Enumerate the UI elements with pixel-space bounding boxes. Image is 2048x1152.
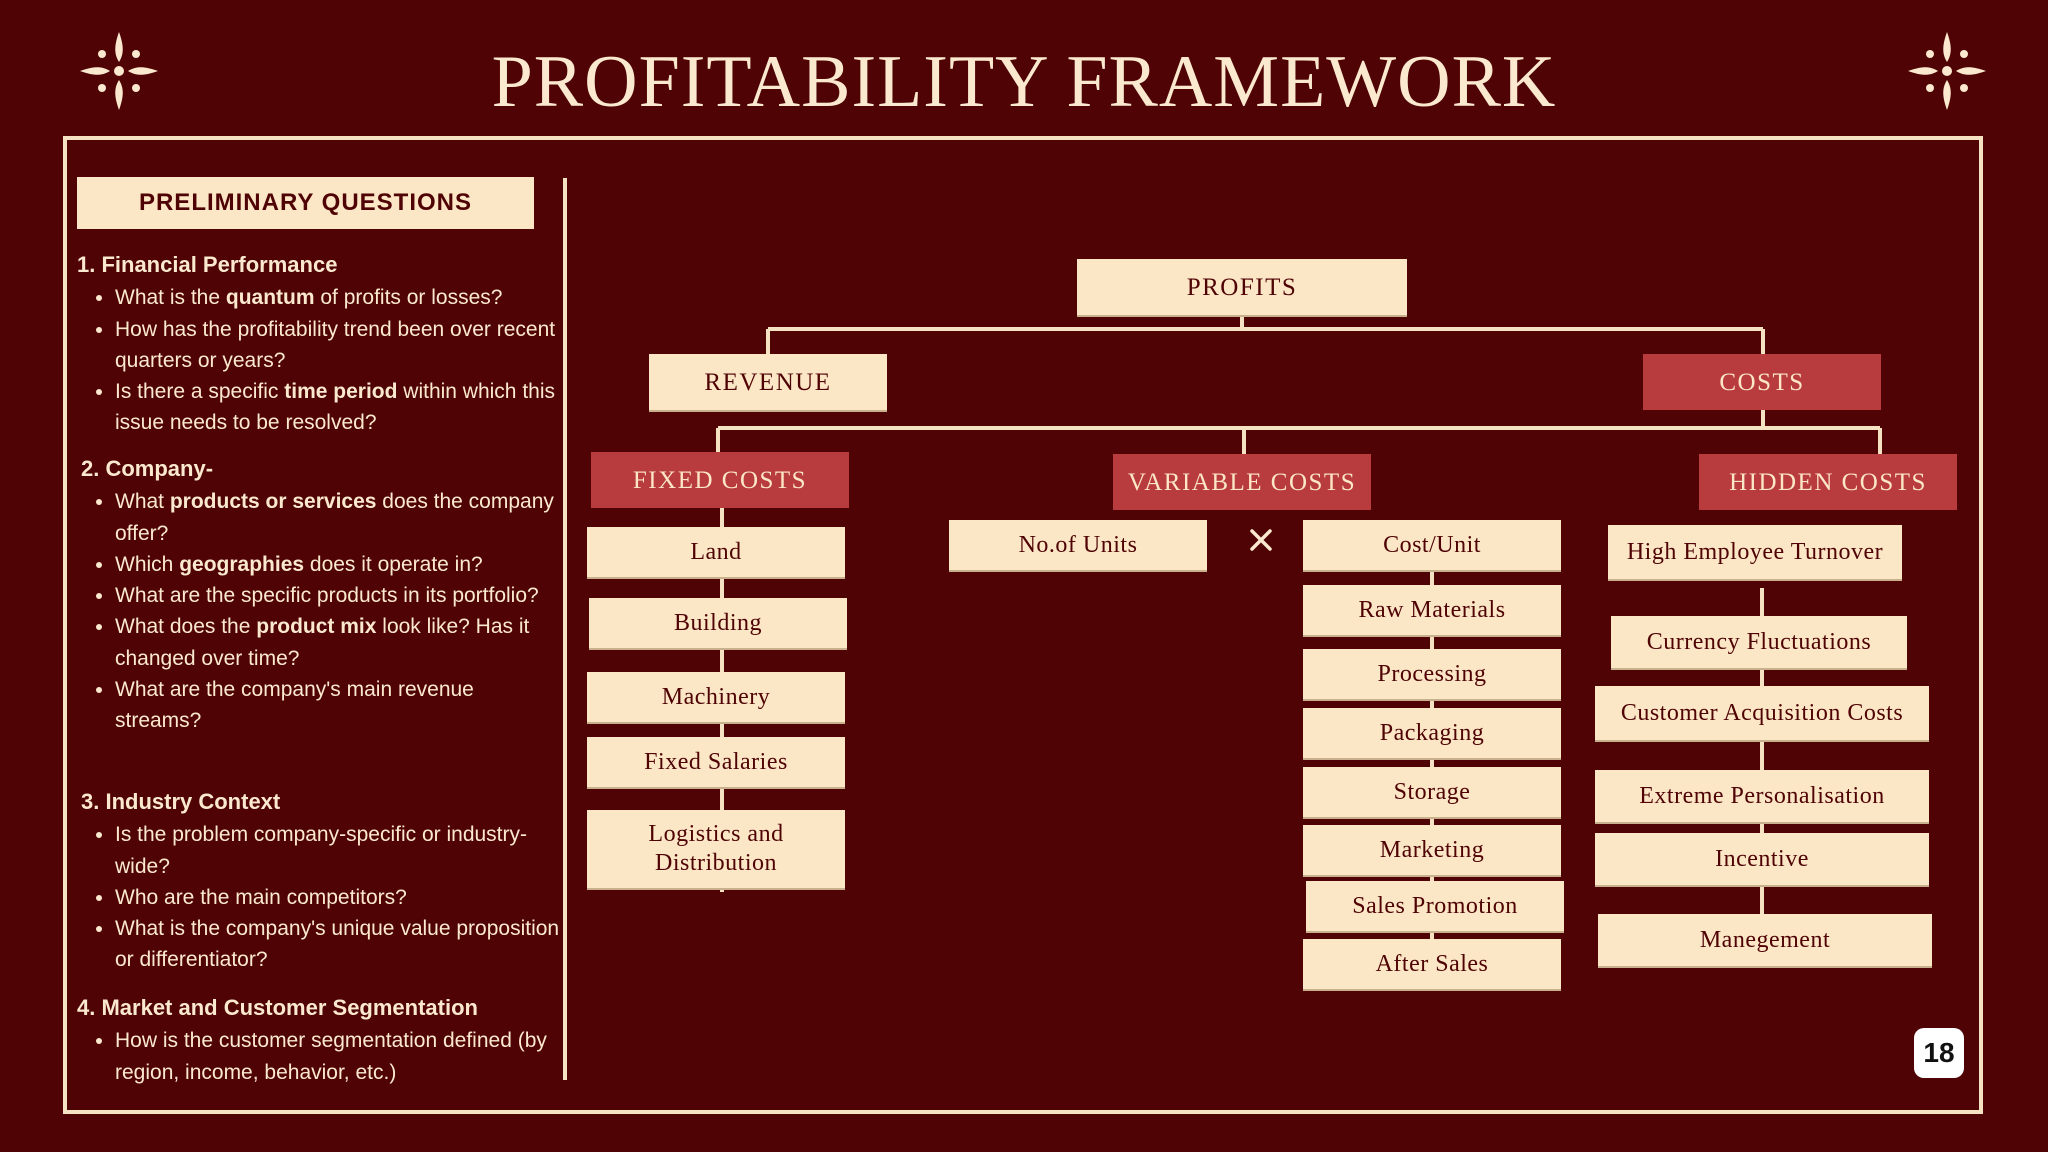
question-item: What is the company's unique value propo… xyxy=(115,913,561,976)
question-emphasis: geographies xyxy=(179,552,305,576)
question-text: within which this issue needs to be reso… xyxy=(115,380,555,435)
question-item: What are the specific products in its po… xyxy=(115,580,561,611)
page-title: PROFITABILITY FRAMEWORK xyxy=(491,41,1557,123)
question-item: How is the customer segmentation defined… xyxy=(115,1025,557,1088)
column-divider xyxy=(563,178,567,1080)
variable-cost-item: After Sales xyxy=(1303,939,1561,989)
variable-cost-item: Marketing xyxy=(1303,825,1561,875)
question-emphasis: quantum xyxy=(225,286,315,310)
question-list: How is the customer segmentation defined… xyxy=(77,1025,557,1088)
node-revenue: REVENUE xyxy=(649,354,887,410)
node-hidden-costs: HIDDEN COSTS xyxy=(1699,454,1957,510)
question-text: What is the xyxy=(115,286,226,310)
question-text: does it operate in? xyxy=(304,552,483,576)
question-item: Which geographies does it operate in? xyxy=(115,549,561,580)
question-list: What is the quantum of profits or losses… xyxy=(77,282,557,438)
hidden-cost-item: Incentive xyxy=(1595,833,1929,885)
question-text: Which xyxy=(115,552,180,576)
question-text: Is the problem company-specific or indus… xyxy=(115,823,527,878)
hidden-cost-item: Customer Acquisition Costs xyxy=(1595,686,1929,740)
page-number-badge: 18 xyxy=(1914,1028,1964,1078)
question-text: Who are the main competitors? xyxy=(115,885,407,909)
node-profits: PROFITS xyxy=(1077,259,1407,315)
hidden-cost-item: High Employee Turnover xyxy=(1608,525,1902,579)
question-item: What are the company's main revenue stre… xyxy=(115,674,561,737)
question-item: What does the product mix look like? Has… xyxy=(115,611,561,674)
question-text: Is there a specific xyxy=(115,380,285,404)
hidden-cost-item: Manegement xyxy=(1598,914,1932,966)
question-text: What xyxy=(115,490,170,514)
section-title: 4. Market and Customer Segmentation xyxy=(77,995,478,1020)
question-emphasis: time period xyxy=(284,380,398,404)
question-item: What is the quantum of profits or losses… xyxy=(115,282,557,313)
question-text: How has the profitability trend been ove… xyxy=(115,317,556,372)
variable-cost-item: Storage xyxy=(1303,767,1561,817)
multiply-icon xyxy=(1250,529,1272,551)
question-text: What are the specific products in its po… xyxy=(115,584,539,608)
question-text: look like? Has it changed over time? xyxy=(115,615,530,670)
question-item: Is there a specific time period within w… xyxy=(115,376,557,439)
question-emphasis: product mix xyxy=(256,615,377,639)
question-section: 2. Company- What products or services do… xyxy=(81,453,561,737)
question-emphasis: products or services xyxy=(169,490,377,514)
fixed-cost-item: Building xyxy=(589,598,847,648)
question-list: What products or services does the compa… xyxy=(81,486,561,736)
hidden-cost-item: Extreme Personalisation xyxy=(1595,770,1929,822)
question-text: What is the company's unique value propo… xyxy=(115,917,560,972)
question-text: of profits or losses? xyxy=(314,286,503,310)
question-list: Is the problem company-specific or indus… xyxy=(81,819,561,975)
question-section: 3. Industry Context Is the problem compa… xyxy=(81,786,561,976)
variable-cost-item: Raw Materials xyxy=(1303,585,1561,635)
fixed-cost-item: Machinery xyxy=(587,672,845,722)
fixed-cost-item: Land xyxy=(587,527,845,577)
section-title: 3. Industry Context xyxy=(81,789,281,814)
ornament-left-icon xyxy=(80,32,158,110)
ornament-right-icon xyxy=(1908,32,1986,110)
question-item: Who are the main competitors? xyxy=(115,882,561,913)
question-section: 1. Financial Performance What is the qua… xyxy=(77,249,557,439)
question-text: What are the company's main revenue stre… xyxy=(115,678,474,733)
question-item: Is the problem company-specific or indus… xyxy=(115,819,561,882)
question-item: How has the profitability trend been ove… xyxy=(115,314,557,377)
variable-cost-item: Packaging xyxy=(1303,708,1561,758)
content-frame xyxy=(63,136,1983,1114)
hidden-cost-item: Currency Fluctuations xyxy=(1611,616,1907,668)
question-section: 4. Market and Customer Segmentation How … xyxy=(77,992,557,1088)
variable-cost-unit: Cost/Unit xyxy=(1303,520,1561,570)
node-variable-costs: VARIABLE COSTS xyxy=(1113,454,1371,510)
question-text: What does the xyxy=(115,615,257,639)
node-costs: COSTS xyxy=(1643,354,1881,410)
variable-cost-item: Processing xyxy=(1303,649,1561,699)
variable-units: No.of Units xyxy=(949,520,1207,570)
question-item: What products or services does the compa… xyxy=(115,486,561,549)
fixed-cost-item: Logistics and Distribution xyxy=(587,810,845,888)
fixed-cost-item: Fixed Salaries xyxy=(587,737,845,787)
section-title: 2. Company- xyxy=(81,456,214,481)
section-title: 1. Financial Performance xyxy=(77,252,338,277)
question-text: does the company offer? xyxy=(115,490,554,545)
variable-cost-item: Sales Promotion xyxy=(1306,881,1564,931)
node-fixed-costs: FIXED COSTS xyxy=(591,452,849,508)
question-text: How is the customer segmentation defined… xyxy=(115,1029,547,1084)
preliminary-questions-heading: PRELIMINARY QUESTIONS xyxy=(77,177,534,229)
